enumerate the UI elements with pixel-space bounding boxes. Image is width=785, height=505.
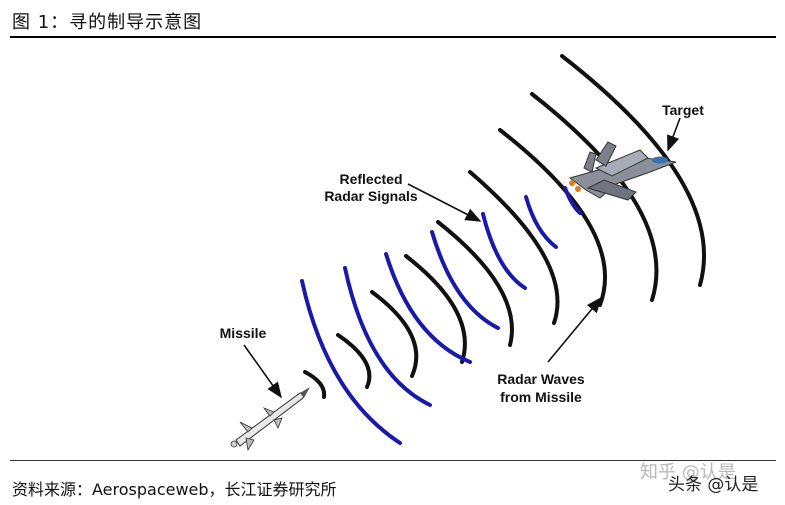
radar-wave bbox=[370, 290, 419, 378]
top-rule bbox=[10, 36, 776, 38]
reflected-label-line1: Reflected bbox=[339, 171, 402, 187]
radar-wave bbox=[336, 333, 372, 389]
radar-waves-group bbox=[303, 54, 706, 399]
bottom-rule bbox=[10, 460, 776, 461]
radar-wave bbox=[436, 220, 514, 347]
watermark-toutiao: 头条 @认是 bbox=[668, 475, 759, 495]
target-pointer-arrow bbox=[667, 117, 681, 152]
radar-wave bbox=[560, 54, 706, 287]
reflected-signal bbox=[300, 279, 402, 445]
target-label: Target bbox=[662, 102, 704, 118]
radar-wave bbox=[530, 92, 659, 302]
radar-wave bbox=[303, 370, 327, 399]
source-text: 资料来源：Aerospaceweb，长江证券研究所 bbox=[12, 480, 337, 499]
watermark-zhihu: 知乎 @认是 bbox=[640, 462, 736, 483]
missile-pointer-arrow bbox=[243, 344, 282, 399]
missile-label: Missile bbox=[220, 325, 267, 341]
reflected-signal bbox=[481, 212, 527, 290]
reflected-signals-group bbox=[300, 186, 582, 445]
waves-label-line2: from Missile bbox=[500, 389, 582, 405]
target-aircraft-icon bbox=[568, 141, 677, 201]
reflected-signal bbox=[384, 252, 472, 364]
radar-wave bbox=[498, 128, 608, 307]
figure-title: 图 1：寻的制导示意图 bbox=[12, 12, 203, 33]
radar-wave bbox=[404, 254, 467, 364]
reflected-signal bbox=[563, 186, 582, 215]
missile-icon bbox=[230, 387, 310, 452]
reflected-pointer-arrow bbox=[407, 183, 482, 222]
reflected-signal bbox=[524, 195, 558, 249]
waves-pointer-arrow bbox=[547, 296, 603, 363]
radar-wave bbox=[468, 170, 560, 325]
reflected-signal bbox=[430, 230, 500, 330]
reflected-signal bbox=[343, 266, 432, 407]
reflected-label-line2: Radar Signals bbox=[324, 188, 418, 204]
waves-label-line1: Radar Waves bbox=[497, 371, 585, 387]
